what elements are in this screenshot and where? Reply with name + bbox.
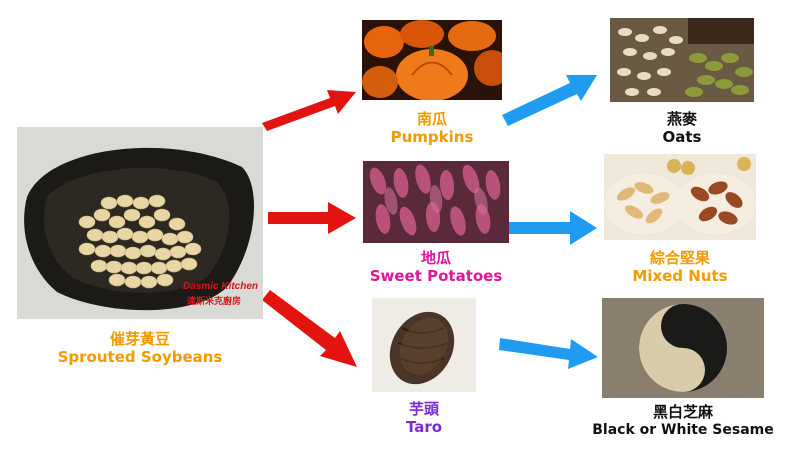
- sesame-label-zh: 黑白芝麻: [652, 403, 713, 421]
- soybeans-label-zh: 催芽黃豆: [109, 330, 170, 348]
- sweet-potatoes-label-zh: 地瓜: [420, 249, 451, 267]
- sweet-potatoes-label-en: Sweet Potatoes: [369, 267, 503, 285]
- pumpkins-label-en: Pumpkins: [390, 128, 474, 146]
- red-arrow-to-taro: [262, 290, 357, 367]
- mixed-nuts-photo: [604, 154, 756, 240]
- mixed-nuts-label: 綜合堅果 Mixed Nuts: [604, 249, 756, 285]
- taro-label: 芋頭 Taro: [372, 400, 476, 436]
- mixed-nuts-label-zh: 綜合堅果: [649, 249, 710, 267]
- blue-arrow-to-oats: [502, 75, 597, 126]
- taro-photo: [372, 298, 476, 392]
- sesame-label-en: Black or White Sesame: [592, 422, 774, 438]
- mixed-nuts-label-en: Mixed Nuts: [632, 267, 728, 285]
- taro-label-en: Taro: [405, 418, 443, 436]
- watermark-en: Dasmic Kitchen: [183, 281, 259, 292]
- taro-label-zh: 芋頭: [408, 400, 439, 418]
- soybeans-photo: Dasmic Kitchen 達斯米克廚房: [17, 127, 263, 319]
- sesame-photo: [602, 298, 764, 398]
- oats-photo: [610, 18, 754, 102]
- pumpkins-label: 南瓜 Pumpkins: [362, 110, 502, 146]
- watermark-zh: 達斯米克廚房: [187, 297, 242, 307]
- sesame-label: 黑白芝麻 Black or White Sesame: [592, 403, 774, 439]
- pumpkins-photo: [362, 20, 502, 100]
- oats-label-zh: 燕麥: [666, 110, 697, 128]
- sweet-potatoes-photo: [363, 161, 509, 243]
- sweet-potatoes-label: 地瓜 Sweet Potatoes: [355, 249, 517, 285]
- soybeans-label: 催芽黃豆 Sprouted Soybeans: [30, 330, 250, 366]
- red-arrow-to-sweet-potatoes: [268, 202, 356, 234]
- soybeans-label-en: Sprouted Soybeans: [57, 348, 223, 366]
- pumpkins-label-zh: 南瓜: [416, 110, 447, 128]
- red-arrow-to-pumpkins: [262, 90, 356, 131]
- oats-label-en: Oats: [662, 128, 702, 146]
- oats-label: 燕麥 Oats: [610, 110, 754, 146]
- blue-arrow-to-sesame: [499, 338, 598, 369]
- blue-arrow-to-mixed-nuts: [505, 211, 597, 245]
